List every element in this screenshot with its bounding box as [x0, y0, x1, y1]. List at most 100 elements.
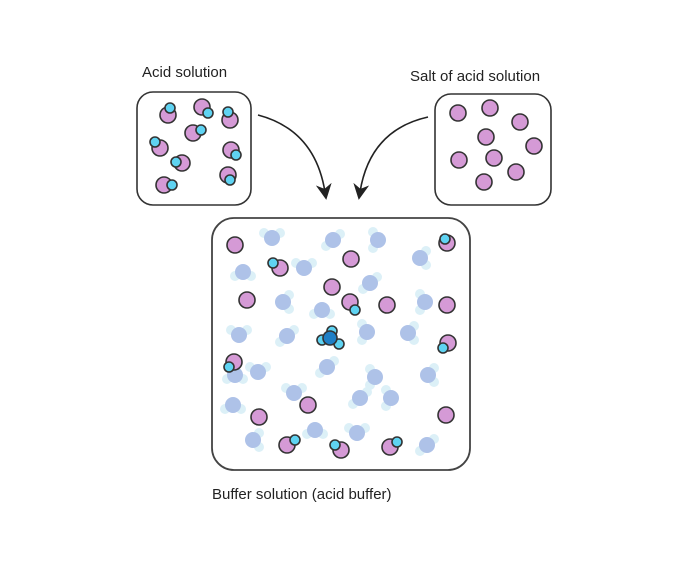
hydrogen-atom: [224, 174, 236, 186]
acid-molecule: [437, 334, 457, 354]
anion-ion: [507, 163, 525, 181]
anion-atom: [437, 406, 455, 424]
oxygen-atom: [250, 364, 266, 380]
hydrogen-atom: [329, 439, 341, 451]
anion-ion: [378, 296, 396, 314]
acid-molecule: [170, 154, 191, 172]
oxygen-atom: [231, 327, 247, 343]
anion-atom: [342, 250, 360, 268]
hydrogen-atom: [166, 179, 178, 191]
water-molecule: [400, 321, 419, 345]
anion-atom: [250, 408, 268, 426]
acid-solution-label: Acid solution: [142, 64, 228, 81]
anion-ion: [238, 291, 256, 309]
salt-solution-label: Salt of acid solution: [410, 68, 541, 85]
hydrogen-atom: [195, 124, 207, 136]
water-molecule: [275, 290, 294, 314]
water-molecule: [420, 363, 439, 387]
acid-molecule: [438, 233, 456, 252]
oxygen-atom: [319, 359, 335, 375]
arrow-acid-to-buffer: [257, 114, 332, 200]
anion-atom: [475, 173, 493, 191]
oxygen-atom: [314, 302, 330, 318]
oxygen-atom: [279, 328, 295, 344]
anion-ion: [437, 406, 455, 424]
anion-ion: [299, 396, 317, 414]
acid-molecule: [219, 166, 237, 186]
water-molecule: [415, 434, 439, 456]
anion-atom: [378, 296, 396, 314]
acid-molecule: [341, 293, 361, 316]
oxygen-atom: [275, 294, 291, 310]
hydrogen-atom: [164, 102, 176, 114]
anion-atom: [485, 149, 503, 167]
hydrogen-atom: [170, 156, 182, 168]
water-molecule: [291, 258, 317, 276]
acid-molecule: [278, 434, 301, 454]
arrow-salt-to-buffer: [353, 116, 429, 200]
acid-molecule: [155, 176, 178, 194]
water-molecule: [230, 264, 256, 281]
anion-atom: [323, 278, 341, 296]
anion-ion: [438, 296, 456, 314]
oxygen-atom: [296, 260, 312, 276]
oxygen-atom: [417, 294, 433, 310]
anion-ion: [511, 113, 529, 131]
oxygen-atom: [245, 432, 261, 448]
water-molecule: [259, 228, 285, 246]
hydrogen-atom: [289, 434, 301, 446]
water-molecule: [415, 289, 433, 315]
water-molecule: [281, 383, 307, 401]
anion-ion: [475, 173, 493, 191]
anion-ion: [323, 278, 341, 296]
oxygen-atom: [322, 330, 338, 346]
anion-ion: [477, 128, 495, 146]
anion-atom: [511, 113, 529, 131]
oxygen-atom: [362, 275, 378, 291]
water-molecule: [357, 319, 375, 345]
anion-ion: [250, 408, 268, 426]
water-molecule: [358, 272, 382, 294]
anion-atom: [525, 137, 543, 155]
oxygen-atom: [352, 390, 368, 406]
anion-atom: [238, 291, 256, 309]
hydrogen-atom: [202, 107, 214, 119]
water-molecule: [368, 227, 386, 253]
water-molecule: [245, 362, 271, 380]
water-molecule: [309, 302, 335, 319]
water-molecule: [348, 387, 372, 409]
oxygen-atom: [349, 425, 365, 441]
acid-molecule: [159, 102, 177, 124]
hydrogen-atom: [437, 342, 449, 354]
anion-ion: [485, 149, 503, 167]
acid-molecule: [381, 436, 403, 456]
anion-atom: [507, 163, 525, 181]
oxygen-atom: [412, 250, 428, 266]
water-molecule: [226, 325, 252, 343]
oxygen-atom: [370, 232, 386, 248]
hydrogen-atom: [230, 149, 242, 161]
oxygen-atom: [419, 437, 435, 453]
oxygen-atom: [420, 367, 436, 383]
water-molecule: [344, 423, 370, 441]
oxygen-atom: [264, 230, 280, 246]
hydrogen-atom: [223, 361, 235, 373]
hydrogen-atom: [391, 436, 403, 448]
acid-molecule: [221, 106, 239, 129]
anion-ion: [525, 137, 543, 155]
hydrogen-atom: [222, 106, 234, 118]
oxygen-atom: [235, 264, 251, 280]
oxygen-atom: [325, 232, 341, 248]
acid-molecule: [267, 257, 289, 277]
anion-atom: [438, 296, 456, 314]
water-molecule: [245, 428, 264, 452]
acid-molecule: [149, 136, 169, 157]
anion-ion: [481, 99, 499, 117]
water-molecule: [275, 325, 299, 347]
oxygen-atom: [400, 325, 416, 341]
oxygen-atom: [367, 369, 383, 385]
water-molecule: [315, 356, 339, 378]
oxygen-atom: [359, 324, 375, 340]
oxygen-atom: [286, 385, 302, 401]
